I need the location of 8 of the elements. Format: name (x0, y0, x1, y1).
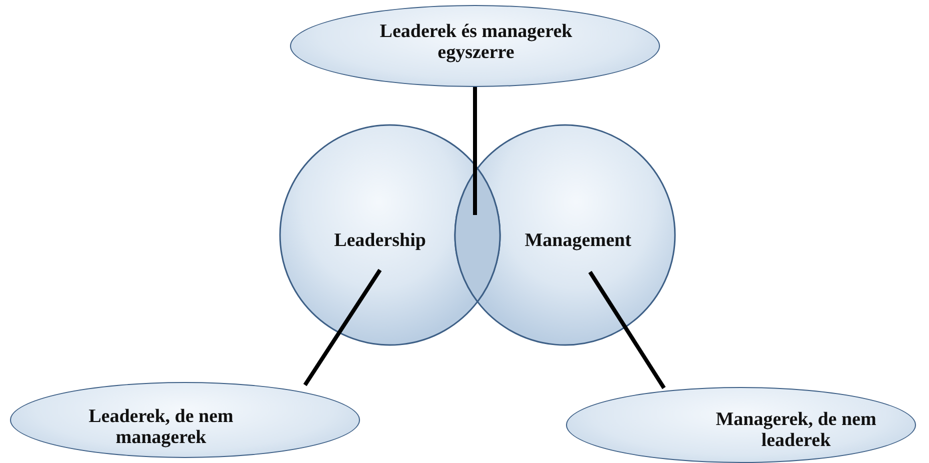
node-label: Management (524, 230, 632, 251)
leader-line (588, 270, 666, 390)
leader-line (303, 268, 382, 386)
node-label: Leadership (333, 230, 427, 251)
node-label: Leaderek és managerek egyszerre (378, 21, 574, 63)
overlap-region (454, 168, 501, 302)
node-label: Managerek, de nem leaderek (714, 409, 878, 451)
node-label: Leaderek, de nem managerek (88, 406, 234, 448)
